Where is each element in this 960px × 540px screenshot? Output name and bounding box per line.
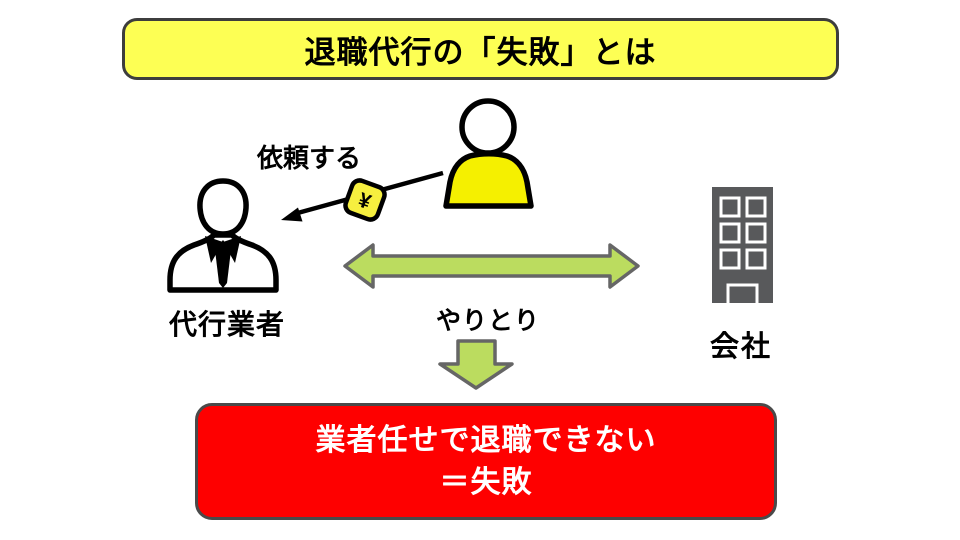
title-banner: 退職代行の「失敗」とは [122,18,839,80]
yen-badge-icon: ¥ [343,178,387,222]
result-line1: 業者任せで退職できない [315,424,657,458]
agent-label: 代行業者 [168,309,286,340]
agent-icon [167,178,279,293]
exchange-arrow [343,243,640,289]
company-building-icon [712,187,773,303]
result-line2: ＝失敗 [439,465,533,499]
employee-icon [443,98,534,209]
company-label: 会社 [709,331,773,363]
result-box: 業者任せで退職できない ＝失敗 [195,403,777,520]
exchange-label: やりとり [435,307,541,335]
down-arrow [438,339,514,390]
request-label: 依頼する [257,143,362,173]
page-title: 退職代行の「失敗」とは [304,34,657,70]
